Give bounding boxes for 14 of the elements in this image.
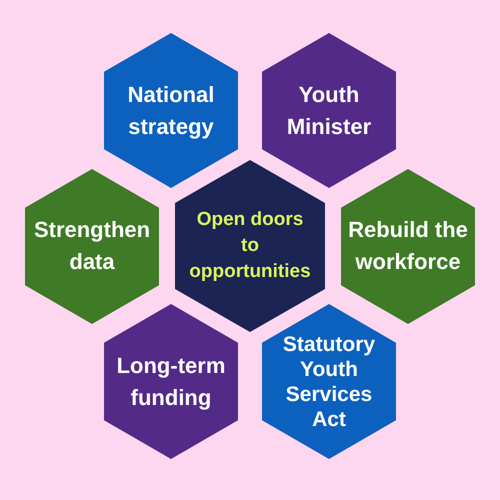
topic-label: National strategy	[127, 80, 215, 141]
center-hexagon	[175, 160, 325, 332]
hexagon-tile	[104, 304, 238, 459]
hexagon-tile	[104, 33, 238, 188]
topic-label: Rebuild the workforce	[348, 216, 468, 276]
hexagon-tile	[341, 168, 475, 324]
topic-label: Youth Minister	[286, 80, 372, 140]
hexagon-tile	[262, 33, 396, 188]
topic-label: Long-term funding	[116, 352, 226, 412]
topic-label: Strengthen data	[33, 216, 151, 276]
hexagon-tile	[25, 168, 159, 324]
center-label: Open doors to opportunities	[188, 208, 312, 284]
topic-label: Statutory Youth Services Act	[282, 332, 376, 432]
hexagon-tile	[262, 304, 396, 459]
